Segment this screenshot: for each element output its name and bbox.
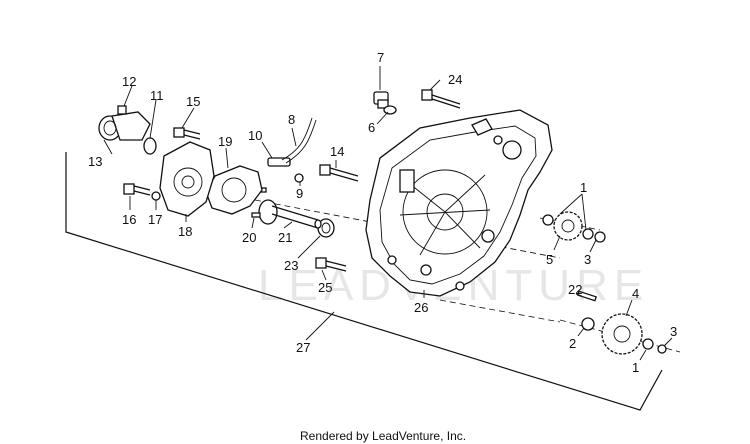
callout-7: 7 — [377, 50, 384, 65]
callout-16: 16 — [122, 212, 136, 227]
callout-18: 18 — [178, 224, 192, 239]
callout-20: 20 — [242, 230, 256, 245]
pump-housing — [159, 141, 215, 217]
gasket-19 — [205, 165, 263, 215]
clip-9 — [294, 173, 304, 183]
callout-15: 15 — [186, 94, 200, 109]
assembly-bracket — [65, 152, 663, 411]
callout-labels: 7 6 24 8 10 9 14 12 11 13 15 19 18 17 16… — [88, 50, 677, 375]
callout-26: 26 — [414, 300, 428, 315]
callout-19: 19 — [218, 134, 232, 149]
callout-8: 8 — [288, 112, 295, 127]
callout-6: 6 — [368, 120, 375, 135]
callout-12: 12 — [122, 74, 136, 89]
callout-13: 13 — [88, 154, 102, 169]
gear-5 — [542, 211, 606, 243]
callout-22: 22 — [568, 282, 582, 297]
bolt-16 — [123, 183, 151, 196]
bolt-12 — [117, 105, 127, 115]
callout-1-lower: 1 — [632, 360, 639, 375]
callout-11: 11 — [150, 88, 164, 103]
callout-3-upper: 3 — [584, 252, 591, 267]
bolt-14 — [319, 164, 359, 182]
callout-2-lower: 2 — [569, 336, 576, 351]
footer-credit: Rendered by LeadVenture, Inc. — [300, 429, 466, 443]
leader-lines — [103, 66, 673, 361]
callout-5: 5 — [546, 252, 553, 267]
o-ring-11 — [143, 137, 157, 155]
coolant-elbow — [98, 111, 151, 141]
bolt-10 — [267, 157, 291, 167]
callout-1-upper: 1 — [580, 180, 587, 195]
hose-8 — [281, 117, 317, 164]
crankcase-cover — [365, 109, 553, 297]
callout-23: 23 — [284, 258, 298, 273]
gear-4 — [577, 290, 667, 355]
callout-25: 25 — [318, 280, 332, 295]
washer-17 — [151, 191, 161, 201]
callout-10: 10 — [248, 128, 262, 143]
callout-27: 27 — [296, 340, 310, 355]
bolt-24 — [421, 89, 461, 109]
drain-plug — [373, 91, 397, 115]
callout-4: 4 — [632, 286, 639, 301]
callout-24: 24 — [448, 72, 462, 87]
bolt-15 — [173, 127, 201, 140]
callout-9: 9 — [296, 186, 303, 201]
water-pump-shaft — [258, 199, 322, 229]
callout-14: 14 — [330, 144, 344, 159]
callout-3-lower: 3 — [670, 324, 677, 339]
callout-21: 21 — [278, 230, 292, 245]
callout-17: 17 — [148, 212, 162, 227]
bolt-25 — [315, 257, 347, 272]
